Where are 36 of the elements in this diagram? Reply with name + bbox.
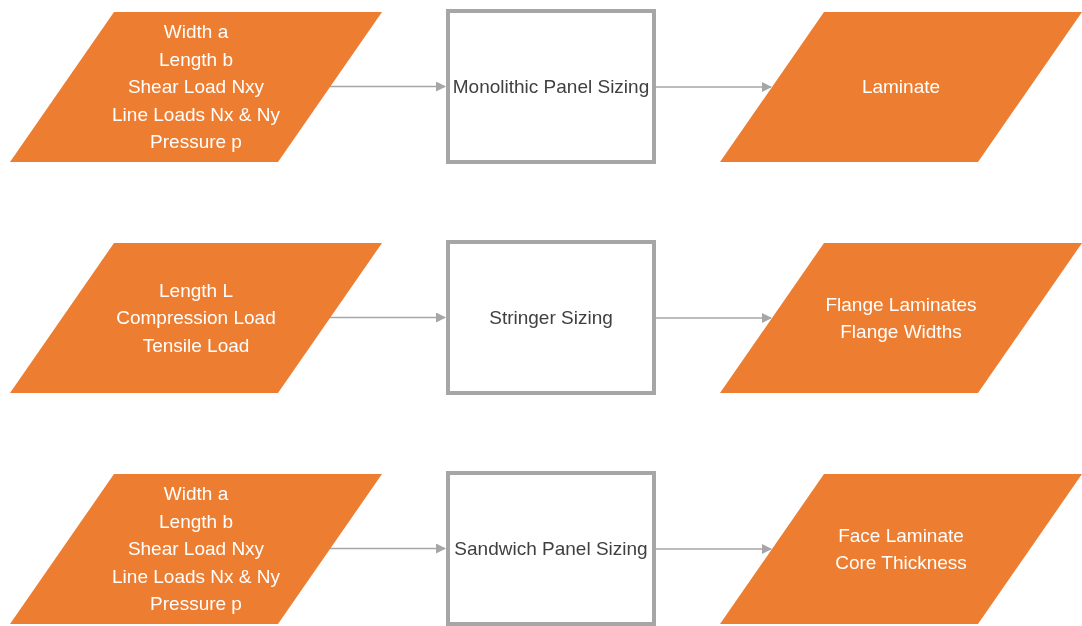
process-box [446,240,656,395]
node-text: Pressure p [150,592,242,617]
process-box [446,471,656,626]
node-text: Monolithic Panel Sizing [452,75,650,99]
node-text: Length L [159,278,233,303]
node-text: Core Thickness [835,551,967,575]
node-text: Flange Widths [840,320,962,344]
node-text: Line Loads Nx & Ny [112,102,280,127]
node-text: Width a [163,482,229,507]
node-text: Shear Load Nxy [127,75,265,100]
node-text: Length b [159,509,233,534]
output-parallelogram [720,474,1082,624]
arrow [655,82,772,92]
input-parallelogram [10,243,382,393]
node-text: Compression Load [116,306,276,331]
node-text: Face Laminate [838,523,964,548]
arrow [655,313,772,323]
node-text: Pressure p [150,130,242,155]
node-text: Length b [159,47,233,72]
arrow [655,544,772,554]
node-text: Line Loads Nx & Ny [112,564,280,589]
process-box [446,9,656,164]
input-parallelogram [10,12,382,162]
node-text: Sandwich Panel Sizing [454,537,648,561]
input-parallelogram [10,474,382,624]
node-text: Laminate [861,75,941,100]
arrow [329,81,446,92]
output-parallelogram [720,243,1082,393]
arrow [329,543,446,554]
node-text: Tensile Load [142,333,250,358]
node-text: Shear Load Nxy [127,537,265,562]
arrow [329,312,446,323]
node-text: Width a [163,20,229,45]
node-text: Stringer Sizing [489,306,613,330]
output-parallelogram [720,12,1082,162]
node-text: Flange Laminates [825,292,977,317]
